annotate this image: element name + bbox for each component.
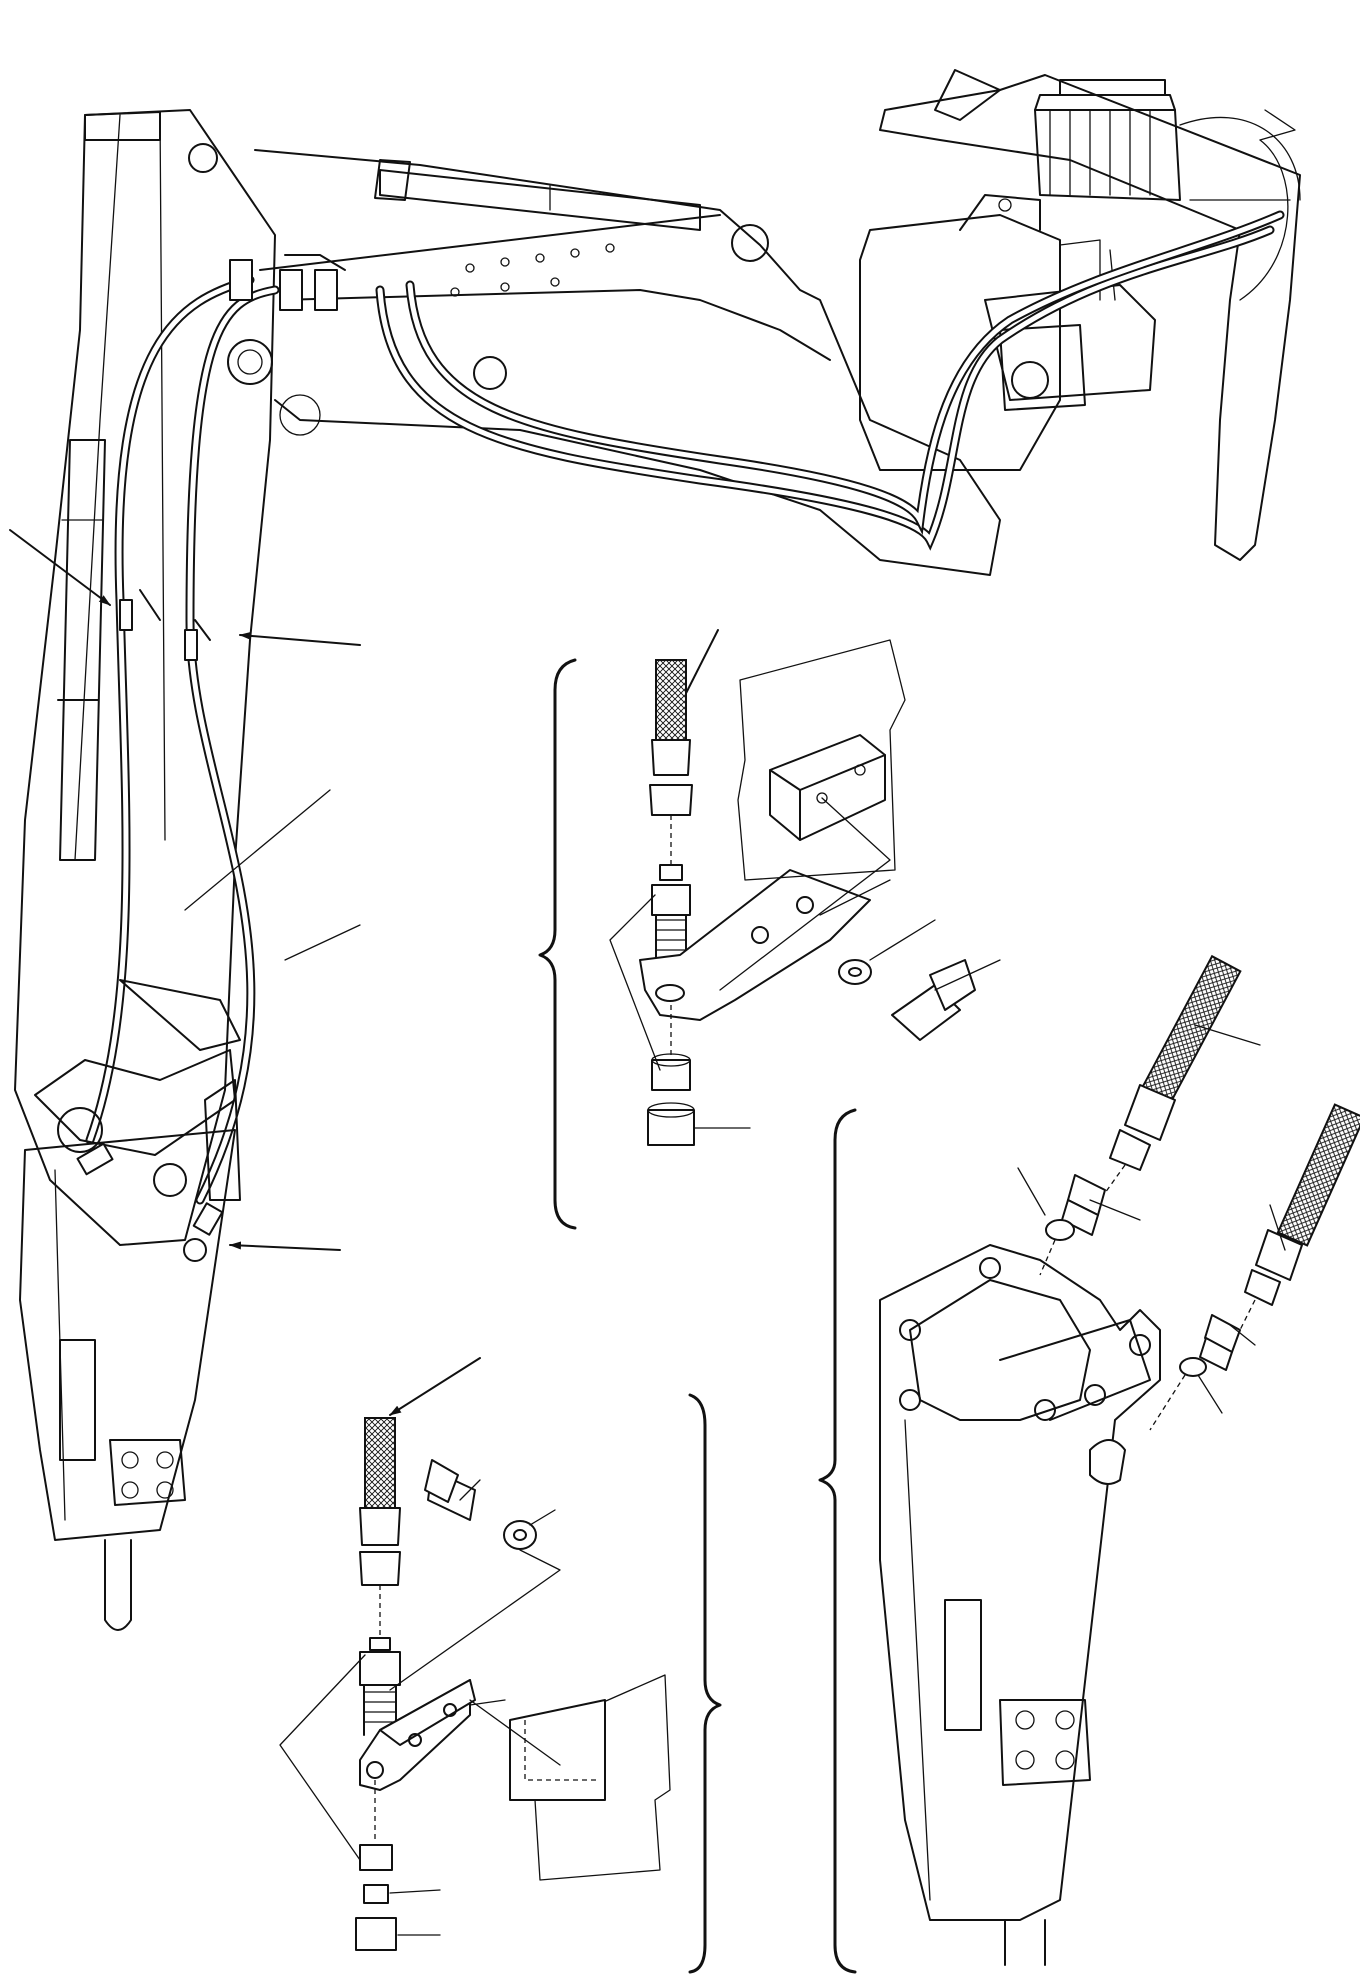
breaker-hose-ends (76, 1142, 224, 1262)
leader-arrow-icon (229, 1241, 341, 1251)
detail-upper-bracket (538, 629, 1001, 1230)
control-valve-bank (1034, 79, 1181, 201)
main-boom (254, 149, 1001, 576)
boom-cylinder (374, 159, 701, 231)
boom-assembly (14, 69, 1301, 1631)
detail-brace-right (688, 1393, 722, 1974)
dipper-cylinder (57, 439, 106, 861)
detail-lower-bracket (279, 1357, 722, 1974)
breaker-hammer-left (19, 1129, 236, 1631)
breaker-hoses (85, 116, 1301, 1205)
inset-sketch (737, 639, 906, 881)
boom-plate-holes (450, 243, 615, 297)
detail-breaker (818, 954, 1360, 1974)
detail-brace-breaker (818, 1108, 857, 1974)
dipper-nose-linkage (34, 979, 241, 1201)
leader-arrow-icon (9, 529, 111, 606)
detail-brace-left (538, 658, 577, 1230)
leader-arrows-main (9, 529, 361, 1251)
hose-clamps (119, 254, 346, 661)
leader-arrow-icon (389, 1357, 481, 1416)
leader-arrow-icon (239, 631, 361, 646)
dipper-arm (14, 109, 276, 1246)
